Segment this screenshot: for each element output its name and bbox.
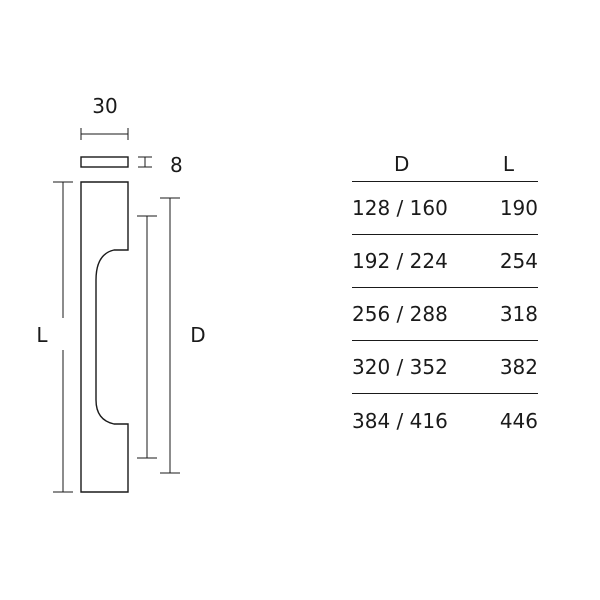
table-row: 256 / 288 318 — [352, 288, 538, 341]
cell-d: 320 / 352 — [352, 355, 448, 379]
cell-l: 318 — [499, 302, 538, 326]
table-row: 192 / 224 254 — [352, 235, 538, 288]
cell-d: 192 / 224 — [352, 249, 448, 273]
size-table-header: D L — [352, 146, 538, 182]
cell-l: 382 — [499, 355, 538, 379]
table-row: 384 / 416 446 — [352, 394, 538, 447]
cell-l: 254 — [499, 249, 538, 273]
handle-end-view — [80, 156, 129, 168]
width-dimension — [80, 128, 129, 140]
cell-d: 128 / 160 — [352, 196, 448, 220]
cell-d: 384 / 416 — [352, 408, 448, 433]
center-distance-label: D — [190, 323, 205, 347]
header-d: D — [394, 151, 410, 176]
center-distance-dimension — [137, 197, 180, 474]
cell-d: 256 / 288 — [352, 302, 448, 326]
size-table: D L 128 / 160 190 192 / 224 254 256 / 28… — [352, 146, 538, 447]
thickness-label: 8 — [170, 153, 183, 177]
thickness-dimension — [138, 156, 152, 168]
length-label: L — [36, 323, 48, 347]
header-l: L — [502, 151, 514, 176]
table-row: 128 / 160 190 — [352, 182, 538, 235]
cell-l: 446 — [499, 408, 538, 433]
length-dimension — [53, 181, 73, 493]
width-label: 30 — [92, 94, 117, 118]
cell-l: 190 — [499, 196, 538, 220]
table-row: 320 / 352 382 — [352, 341, 538, 394]
handle-side-profile — [80, 181, 129, 493]
